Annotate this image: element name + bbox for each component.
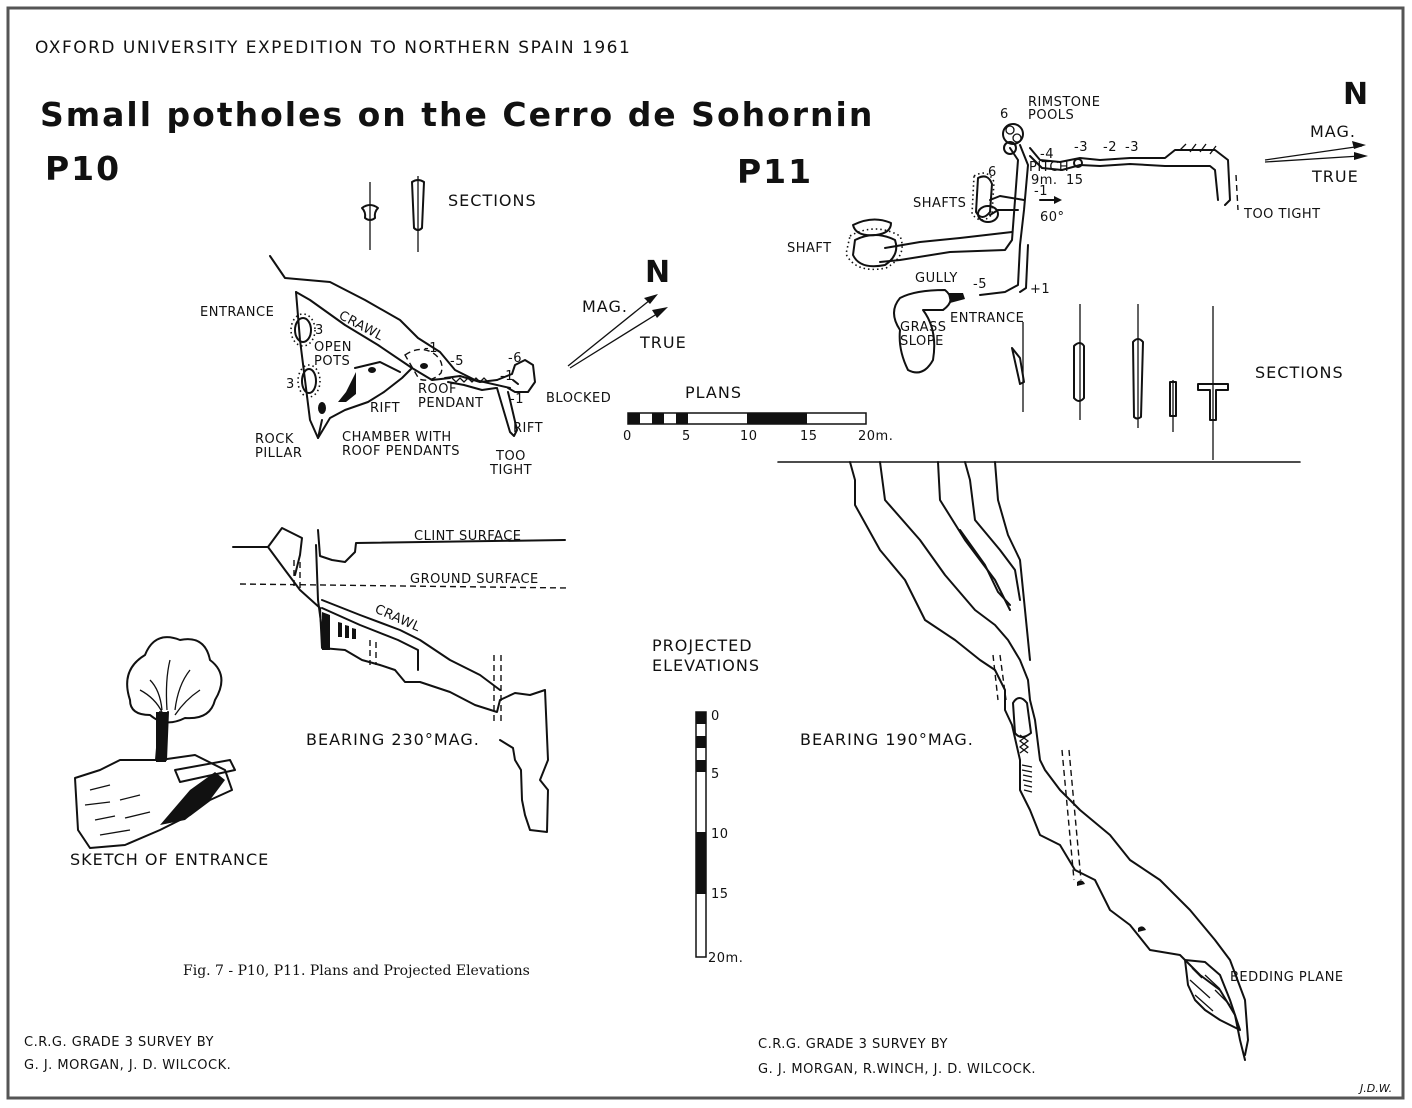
p11-heading: P11 bbox=[737, 152, 813, 191]
p10-depth-m1b: -1 bbox=[500, 369, 514, 384]
plans-tick-15: 15 bbox=[800, 429, 818, 444]
p11-depth-15: 15 bbox=[1066, 173, 1084, 188]
p10-depth-3b: 3 bbox=[286, 377, 295, 392]
p11-depth-m4: -4 bbox=[1040, 147, 1054, 162]
p11-sections: SECTIONS bbox=[1011, 304, 1344, 460]
p10-depth-m6: -6 bbox=[508, 351, 522, 366]
p10-sections-label: SECTIONS bbox=[448, 191, 537, 210]
plans-tick-0: 0 bbox=[623, 429, 632, 444]
elev-tick-5: 5 bbox=[711, 767, 720, 782]
p11-credit-line2: G. J. MORGAN, R.WINCH, J. D. WILCOCK. bbox=[758, 1062, 1036, 1077]
entrance-sketch: SKETCH OF ENTRANCE bbox=[70, 636, 269, 869]
p10-depth-m1c: -1 bbox=[510, 392, 524, 407]
p10-elevation: CLINT SURFACE GROUND SURFACE CRAWL BEARI… bbox=[232, 527, 569, 833]
p10-elev-crawl-label: CRAWL bbox=[372, 602, 423, 635]
plans-tick-10: 10 bbox=[740, 429, 758, 444]
p11-depth-m2: -2 bbox=[1103, 140, 1117, 155]
p11-gully-label: GULLY bbox=[915, 271, 958, 286]
p11-mag-label: MAG. bbox=[1310, 122, 1356, 141]
p11-shafts-label: SHAFTS bbox=[913, 196, 966, 211]
p11-depth-m3b: -3 bbox=[1125, 140, 1139, 155]
p11-depth-6a: 6 bbox=[1000, 107, 1009, 122]
p10-credit-line1: C.R.G. GRADE 3 SURVEY BY bbox=[24, 1035, 214, 1050]
p10-plan bbox=[269, 255, 536, 439]
expedition-heading: OXFORD UNIVERSITY EXPEDITION TO NORTHERN… bbox=[35, 38, 631, 58]
plans-tick-5: 5 bbox=[682, 429, 691, 444]
plans-scale-bar: PLANS 0 5 10 15 20m. bbox=[623, 383, 893, 444]
p10-north-arrow: N MAG. TRUE bbox=[567, 255, 687, 369]
p11-depth-m5: -5 bbox=[973, 277, 987, 292]
p11-plan bbox=[845, 123, 1239, 374]
elev-tick-15: 15 bbox=[711, 887, 729, 902]
p10-depth-3a: 3 bbox=[315, 323, 324, 338]
p10-entrance-label: ENTRANCE bbox=[200, 305, 274, 320]
p11-credit-line1: C.R.G. GRADE 3 SURVEY BY bbox=[758, 1037, 948, 1052]
p10-bearing-label: BEARING 230°MAG. bbox=[306, 730, 480, 749]
p11-depth-p1: +1 bbox=[1030, 282, 1050, 297]
page-title: Small potholes on the Cerro de Sohornin bbox=[40, 95, 874, 134]
p10-sections: SECTIONS bbox=[361, 176, 537, 252]
p11-shaft-label: SHAFT bbox=[787, 241, 832, 256]
p11-sections-label: SECTIONS bbox=[1255, 363, 1344, 382]
artist-initials: J.D.W. bbox=[1358, 1082, 1392, 1095]
p11-north-arrow: N MAG. TRUE bbox=[1264, 77, 1370, 186]
p10-depth-m1: -1 bbox=[424, 341, 438, 356]
p10-heading: P10 bbox=[45, 149, 121, 188]
p10-rift-label: RIFT bbox=[370, 401, 400, 416]
elev-tick-20: 20m. bbox=[708, 951, 743, 966]
plans-tick-20: 20m. bbox=[858, 429, 893, 444]
p11-too-tight-label: TOO TIGHT bbox=[1243, 207, 1321, 222]
p10-true-label: TRUE bbox=[639, 333, 687, 352]
p10-blocked-label: BLOCKED bbox=[546, 391, 611, 406]
p11-elevation: BEARING 190°MAG. BEDDING PLANE bbox=[777, 461, 1344, 1061]
p11-depth-6b: 6 bbox=[988, 165, 997, 180]
p10-rift2-label: RIFT bbox=[513, 421, 543, 436]
p10-clint-label: CLINT SURFACE bbox=[414, 529, 522, 544]
p11-depth-m1: -1 bbox=[1034, 184, 1048, 199]
p10-north-letter: N bbox=[645, 255, 672, 290]
p11-bedding-label: BEDDING PLANE bbox=[1230, 970, 1344, 985]
figure-caption: Fig. 7 - P10, P11. Plans and Projected E… bbox=[183, 963, 530, 979]
elev-tick-0: 0 bbox=[711, 709, 720, 724]
p11-true-label: TRUE bbox=[1311, 167, 1359, 186]
p10-mag-label: MAG. bbox=[582, 297, 628, 316]
elev-tick-10: 10 bbox=[711, 827, 729, 842]
p11-bearing-label: BEARING 190°MAG. bbox=[800, 730, 974, 749]
sketch-label: SKETCH OF ENTRANCE bbox=[70, 850, 269, 869]
plans-scale-label: PLANS bbox=[685, 383, 742, 402]
p10-crawl-label: CRAWL bbox=[336, 308, 386, 344]
p11-entrance-label: ENTRANCE bbox=[950, 311, 1024, 326]
page-frame bbox=[6, 6, 1405, 1100]
p11-depth-m3a: -3 bbox=[1074, 140, 1088, 155]
p10-ground-label: GROUND SURFACE bbox=[410, 572, 539, 587]
p10-credit-line2: G. J. MORGAN, J. D. WILCOCK. bbox=[24, 1058, 231, 1073]
p11-bearing60-label: 60° bbox=[1040, 210, 1065, 225]
p10-depth-m5: -5 bbox=[450, 354, 464, 369]
p11-survey-credit: C.R.G. GRADE 3 SURVEY BY G. J. MORGAN, R… bbox=[758, 1037, 1036, 1077]
p10-survey-credit: C.R.G. GRADE 3 SURVEY BY G. J. MORGAN, J… bbox=[24, 1035, 231, 1073]
p11-north-letter: N bbox=[1343, 77, 1370, 112]
